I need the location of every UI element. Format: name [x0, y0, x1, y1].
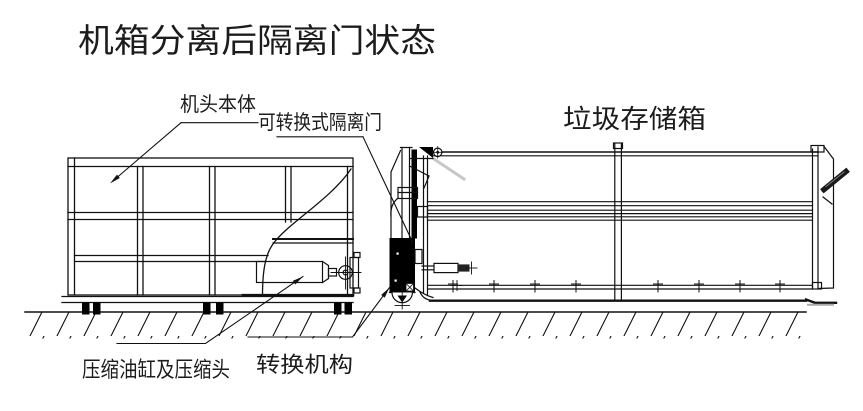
arrowhead-cylinder	[292, 276, 303, 285]
rear-handle	[820, 167, 850, 194]
leader-lines	[110, 121, 414, 345]
ground	[24, 311, 807, 339]
label-machine-head: 机头本体	[180, 93, 256, 116]
garbage-storage-box	[416, 142, 850, 306]
label-convertible-door: 可转换式隔离门	[258, 111, 382, 134]
roller-ticks	[448, 280, 785, 293]
compression-cylinder-assembly	[241, 238, 362, 297]
arrowhead-machine-head	[110, 174, 120, 184]
drawing-title: 机箱分离后隔离门状态	[78, 22, 436, 59]
door-roller	[388, 287, 416, 310]
label-storage-box: 垃圾存储箱	[563, 104, 706, 134]
arrowhead-mechanism	[381, 287, 390, 298]
machine-head-body	[61, 157, 354, 315]
machine-wheels	[82, 302, 352, 315]
door-actuator-cylinder	[421, 261, 478, 291]
label-compression-cylinder: 压缩油缸及压缩头	[82, 358, 230, 382]
label-conversion-mechanism: 转换机构	[256, 353, 353, 377]
conversion-mechanism-block	[389, 238, 423, 293]
convertible-isolation-door	[388, 146, 478, 310]
